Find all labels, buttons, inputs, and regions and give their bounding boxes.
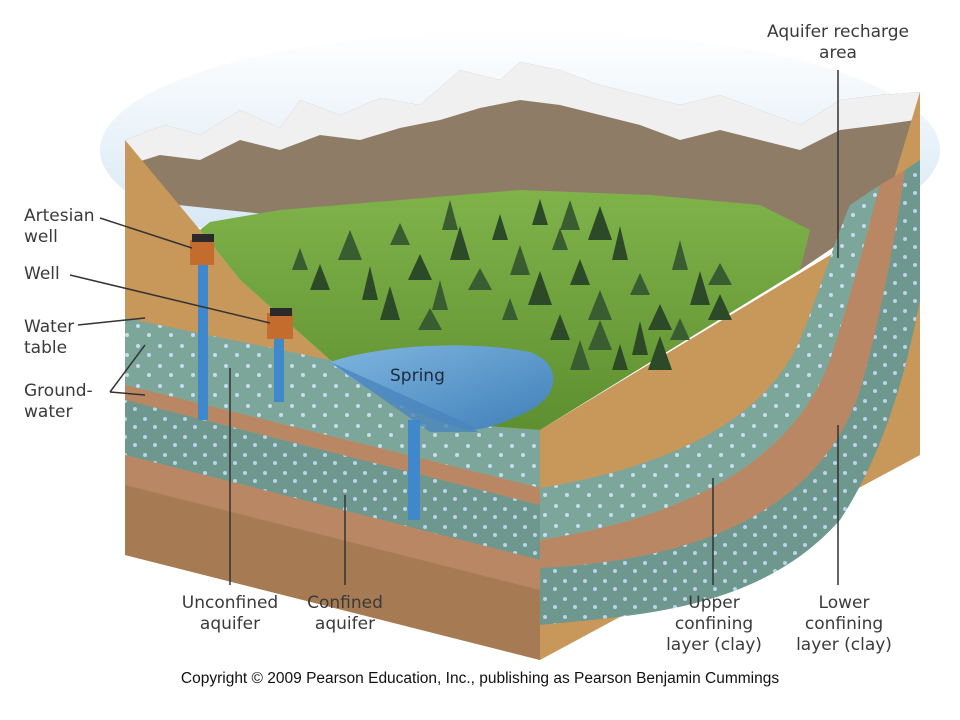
- tree: [612, 226, 628, 260]
- label-lower-confining: Lower confining layer (clay): [796, 593, 892, 655]
- tree: [708, 294, 732, 320]
- label-groundwater: Ground- water: [24, 381, 93, 422]
- right-lower-aquifer: [540, 160, 920, 625]
- artesian-wellhead: [190, 240, 214, 265]
- label-well: Well: [24, 264, 60, 284]
- tree: [468, 268, 492, 290]
- front-unconfined-aquifer: [125, 318, 540, 488]
- artesian-well-pipe: [198, 262, 208, 420]
- tree: [690, 271, 710, 305]
- label-upper-confining: Upper confining layer (clay): [666, 593, 762, 655]
- leader-groundwater-1: [109, 344, 146, 393]
- tree: [670, 318, 690, 340]
- well-pipe: [274, 336, 284, 402]
- label-spring: Spring: [390, 366, 445, 386]
- tree: [648, 304, 672, 330]
- tree: [672, 240, 688, 270]
- tree: [630, 273, 650, 295]
- spring-water-face: [330, 362, 478, 432]
- tree: [588, 206, 612, 240]
- tree: [648, 336, 672, 370]
- tree: [380, 286, 400, 320]
- front-bottom-soil: [125, 485, 540, 660]
- tree: [408, 254, 432, 280]
- tree: [588, 320, 612, 350]
- tree: [442, 200, 458, 230]
- tree: [528, 271, 552, 305]
- spring-pipe: [408, 420, 420, 520]
- artesian-wellhead-roof: [192, 234, 214, 242]
- leader-well: [69, 274, 271, 324]
- tree: [552, 228, 568, 250]
- front-clay-lower: [125, 455, 540, 590]
- tree: [432, 280, 448, 310]
- tree: [510, 245, 530, 275]
- leader-artesian-well: [99, 217, 193, 249]
- tree: [570, 340, 590, 370]
- forest: [292, 199, 732, 370]
- right-clay-band: [540, 170, 905, 568]
- label-aquifer-recharge: Aquifer recharge area: [766, 22, 909, 63]
- label-artesian-well: Artesian well: [24, 206, 95, 247]
- mountain-snow: [125, 62, 920, 165]
- tree: [550, 314, 570, 340]
- tree: [632, 321, 648, 355]
- tree: [362, 266, 378, 300]
- right-upper-aquifer: [540, 185, 880, 540]
- tree: [390, 223, 410, 245]
- spring-pool: [330, 345, 554, 430]
- label-water-table: Water table: [24, 317, 75, 358]
- tree: [612, 344, 628, 370]
- tree: [560, 200, 580, 230]
- tree: [450, 226, 470, 260]
- front-confined-aquifer: [125, 400, 540, 560]
- label-unconfined-aquifer: Unconfined aquifer: [181, 593, 279, 634]
- tree: [338, 230, 362, 260]
- tree: [532, 199, 548, 225]
- wellhead-roof: [270, 308, 292, 316]
- copyright-notice: Copyright © 2009 Pearson Education, Inc.…: [180, 670, 780, 687]
- tree: [588, 290, 612, 320]
- label-confined-aquifer: Confined aquifer: [307, 593, 383, 634]
- front-clay-upper: [125, 385, 540, 505]
- leader-water-table: [77, 317, 146, 326]
- tree: [570, 259, 590, 285]
- tree: [502, 298, 518, 320]
- leader-groundwater-2: [109, 391, 146, 396]
- tree: [310, 264, 330, 290]
- tree: [708, 263, 732, 285]
- tree: [418, 308, 442, 330]
- tree: [492, 214, 508, 240]
- wellhead: [267, 313, 293, 339]
- tree: [292, 248, 308, 270]
